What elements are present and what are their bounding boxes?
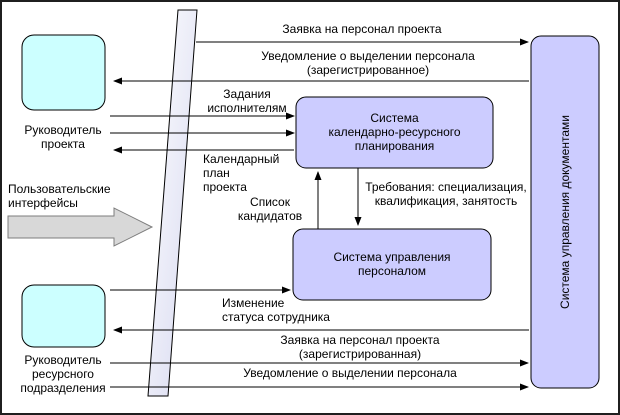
label-line: статуса сотрудника: [222, 310, 330, 324]
label-user-interfaces: Пользовательские интерфейсы: [8, 182, 138, 210]
label-line: исполнителям: [207, 101, 287, 115]
label-line: проекта: [41, 137, 85, 151]
label-notification-registered: Уведомление о выделении персонала (зарег…: [238, 49, 498, 77]
label-line: Руководитель: [24, 123, 102, 137]
label-hr-system: Система управления персоналом: [293, 250, 491, 278]
label-line: подразделения: [20, 381, 106, 395]
label-line: Пользовательские: [8, 182, 111, 196]
resource-manager-box: [21, 284, 106, 348]
label-status-change: Изменение статуса сотрудника: [222, 296, 362, 324]
label-line: планирования: [354, 139, 435, 153]
label-line: Руководитель: [24, 353, 102, 367]
label-tasks: Задания исполнителям: [202, 87, 292, 115]
label-notification-bottom: Уведомление о выделении персонала: [243, 366, 457, 380]
planning-system-box: [295, 96, 494, 169]
label-line: персоналом: [357, 264, 426, 278]
label-line: ресурсного: [32, 367, 94, 381]
label-line: календарно-ресурсного: [328, 125, 461, 139]
label-line: план: [203, 166, 230, 180]
label-line: Требования: специализация,: [365, 180, 527, 194]
label-line: Задания: [223, 87, 271, 101]
label-resource-manager: Руководитель ресурсного подразделения: [5, 353, 121, 395]
label-candidates: Список кандидатов: [228, 195, 312, 223]
label-line: интерфейсы: [8, 196, 78, 210]
document-system-box: [530, 35, 600, 389]
project-manager-box: [21, 34, 106, 111]
label-line: Система управления: [333, 250, 451, 264]
label-calendar-plan: Календарный план проекта: [203, 152, 303, 194]
user-interface-plane: [147, 9, 198, 397]
label-line: Список: [250, 195, 290, 209]
label-document-system: Система управления документами: [558, 115, 572, 309]
label-project-manager: Руководитель проекта: [5, 123, 121, 151]
label-request-top: Заявка на персонал проекта: [282, 22, 442, 36]
label-line: Уведомление о выделении персонала: [261, 49, 475, 63]
label-line: квалификация, занятость: [374, 194, 518, 208]
label-line: проекта: [203, 180, 247, 194]
label-line: (зарегистрированное): [306, 63, 430, 77]
label-line: Система: [370, 111, 419, 125]
label-line: Изменение: [222, 296, 285, 310]
label-line: (зарегистрированная): [298, 347, 422, 361]
label-request-registered: Заявка на персонал проекта (зарегистриро…: [230, 333, 490, 361]
hr-system-box: [292, 228, 492, 301]
user-interface-pointer-arrow: [7, 207, 154, 247]
label-line: кандидатов: [237, 209, 303, 223]
label-requirements: Требования: специализация, квалификация,…: [360, 180, 532, 208]
label-planning-system: Система календарно-ресурсного планирован…: [296, 111, 493, 153]
label-line: Заявка на персонал проекта: [280, 333, 440, 347]
label-line: Календарный: [203, 152, 280, 166]
